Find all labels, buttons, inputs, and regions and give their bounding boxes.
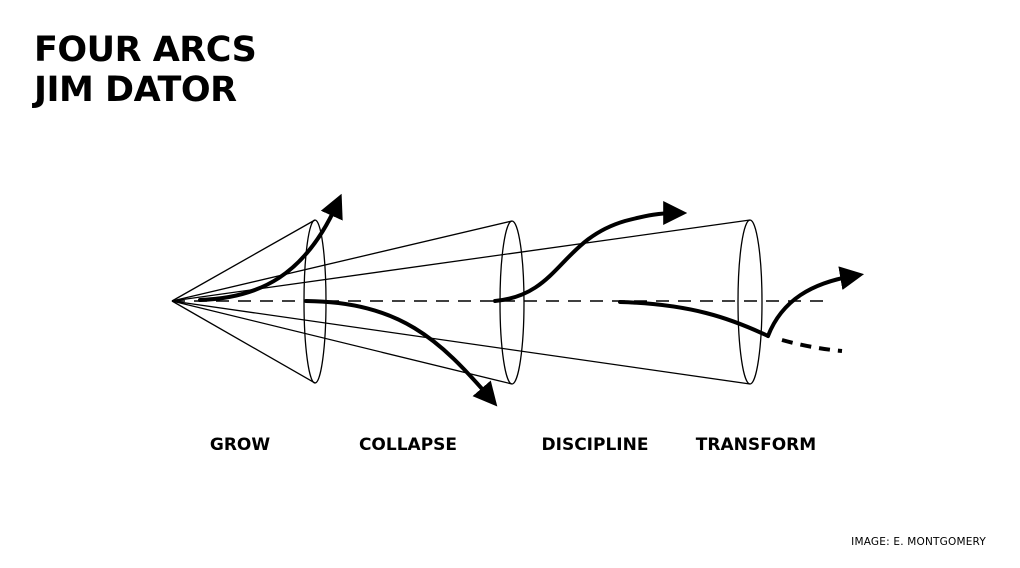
arc-discipline-arrow: [493, 201, 688, 303]
title-line-1: FOUR ARCS: [34, 30, 257, 70]
cone-transform: [171, 219, 763, 385]
label-collapse: COLLAPSE: [358, 435, 458, 455]
cone-collapse: [171, 220, 525, 385]
image-credit: IMAGE: E. MONTGOMERY: [851, 536, 986, 548]
arc-transform-branch-arrow: [766, 266, 865, 338]
page-title: FOUR ARCS JIM DATOR: [34, 30, 257, 110]
arc-grow-arrow: [198, 193, 343, 302]
label-transform: TRANSFORM: [695, 435, 817, 455]
arc-collapse-arrow: [304, 299, 498, 407]
title-line-2: JIM DATOR: [34, 70, 237, 110]
label-grow: GROW: [209, 435, 271, 455]
arc-transform-dashed-continuation: [781, 338, 843, 353]
arc-transform-curve: [618, 300, 770, 338]
label-discipline: DISCIPLINE: [541, 435, 649, 455]
